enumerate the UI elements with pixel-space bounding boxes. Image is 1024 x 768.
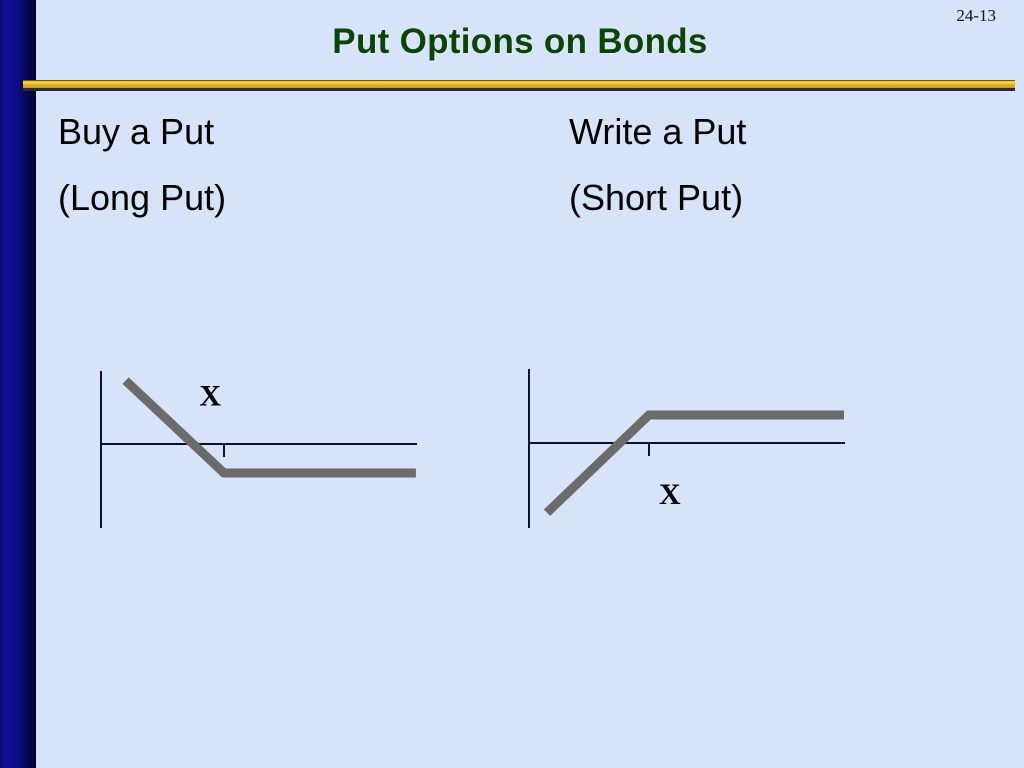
long-put-payoff-svg: X (100, 371, 417, 528)
gold-rule-shadow (23, 88, 1015, 91)
short-put-payoff-chart: X (505, 350, 885, 550)
strike-price-label: X (199, 380, 221, 413)
long-put-payoff-chart: X (80, 350, 440, 550)
short-put-payoff-svg: X (528, 369, 845, 528)
page-number: 24-13 (956, 6, 996, 25)
gold-rule-bar (23, 80, 1015, 89)
payoff-curve (543, 410, 844, 516)
strike-price-label: X (659, 478, 681, 511)
title-divider (23, 80, 1015, 92)
sidebar-accent-bar (0, 0, 36, 768)
left-column-heading-line2: (Long Put) (58, 177, 227, 218)
payoff-curve (122, 377, 416, 478)
right-column-heading-line2: (Short Put) (569, 177, 744, 218)
left-column-heading-line1: Buy a Put (58, 111, 215, 152)
right-column-heading-line1: Write a Put (569, 111, 747, 152)
page-title: Put Options on Bonds (332, 22, 708, 61)
